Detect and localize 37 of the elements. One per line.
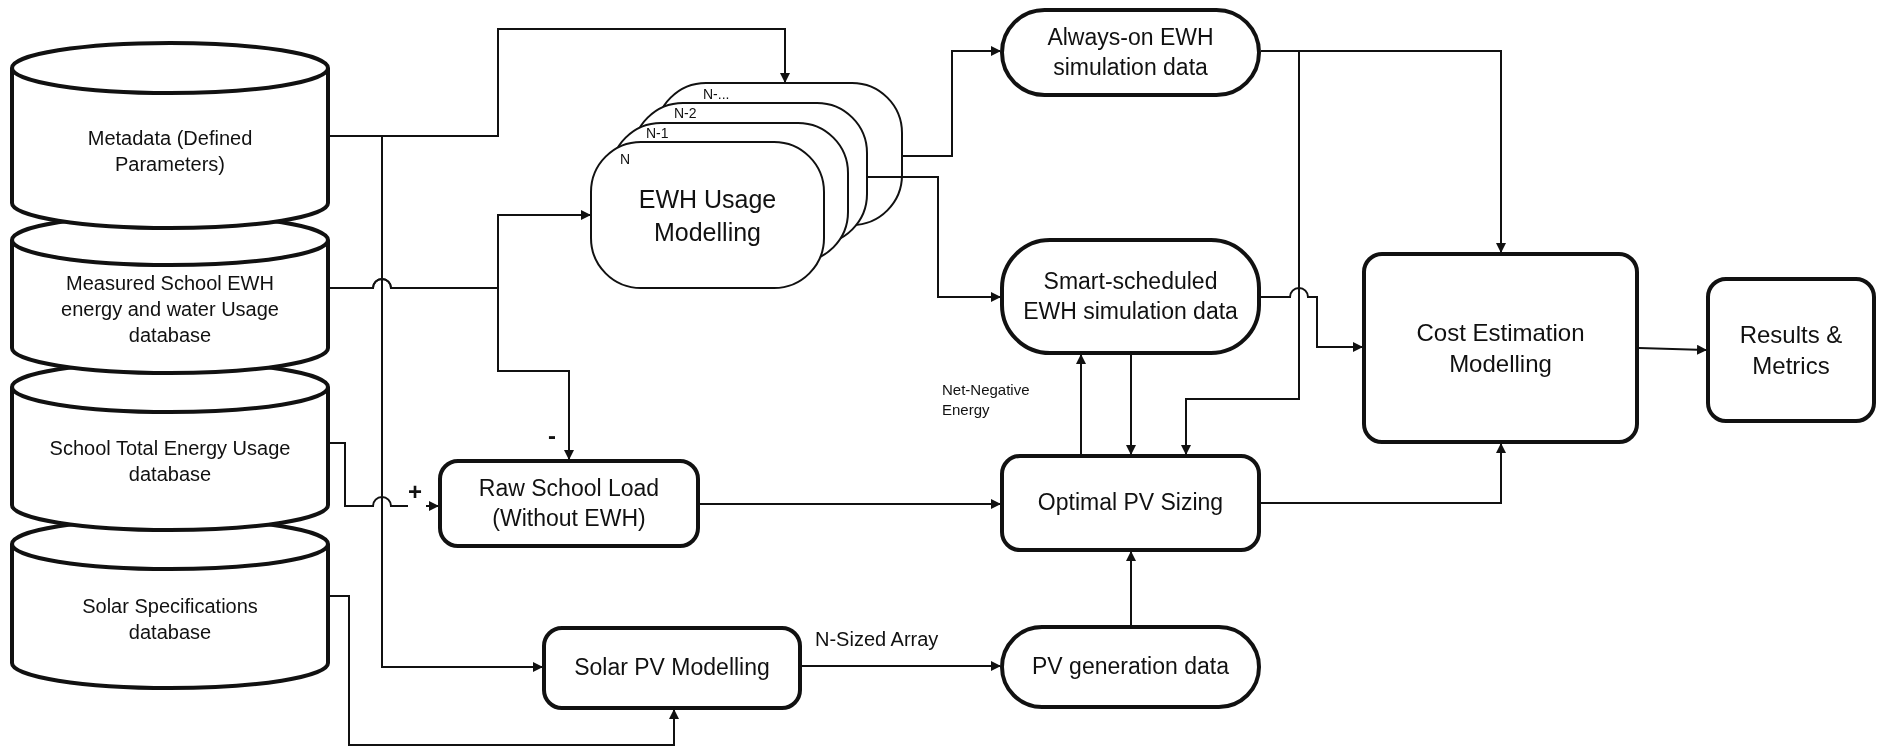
- arrow: [867, 176, 1001, 302]
- arrow: [329, 135, 543, 672]
- arrow: [1126, 551, 1136, 626]
- card-title: EWH Usage Modelling: [637, 184, 778, 248]
- box-label: Solar PV Modelling: [574, 653, 770, 683]
- database-label: Measured School EWH energy and water Usage database: [60, 271, 280, 348]
- box-label: Cost Estimation Modelling: [1415, 317, 1586, 379]
- arrow: [699, 499, 1001, 509]
- arrow: [1638, 344, 1707, 355]
- card-index-label: N-...: [703, 86, 730, 103]
- box-label: PV generation data: [1032, 652, 1229, 682]
- arrow: [329, 595, 679, 746]
- arrow: [1260, 443, 1506, 504]
- arrow: [329, 442, 439, 511]
- card-index-label: N-2: [674, 105, 697, 122]
- arrow: [329, 278, 574, 460]
- box-label: Optimal PV Sizing: [1037, 488, 1224, 518]
- database-label: Metadata (Defined Parameters): [86, 125, 254, 177]
- arrow: [1126, 354, 1136, 455]
- arrow: [1181, 50, 1300, 455]
- database-label: School Total Energy Usage database: [48, 436, 292, 487]
- arrow: [1260, 287, 1363, 352]
- arrow: [1076, 354, 1086, 455]
- card-index-label: N-1: [646, 125, 669, 142]
- process-box: [438, 459, 700, 548]
- process-box: [1000, 454, 1261, 552]
- database-label: Solar Specifications database: [81, 593, 259, 645]
- process-box: [542, 626, 802, 710]
- box-label: Always-on EWH simulation data: [1046, 22, 1215, 82]
- arrow: [801, 661, 1001, 671]
- card-index-label: N: [620, 151, 631, 168]
- box-label: Smart-scheduled EWH simulation data: [1022, 266, 1239, 326]
- box-label: Raw School Load (Without EWH): [477, 473, 661, 533]
- process-box: [1362, 252, 1639, 444]
- box-label: Results & Metrics: [1738, 319, 1844, 381]
- arrow: [902, 46, 1001, 157]
- process-box: [1706, 277, 1876, 423]
